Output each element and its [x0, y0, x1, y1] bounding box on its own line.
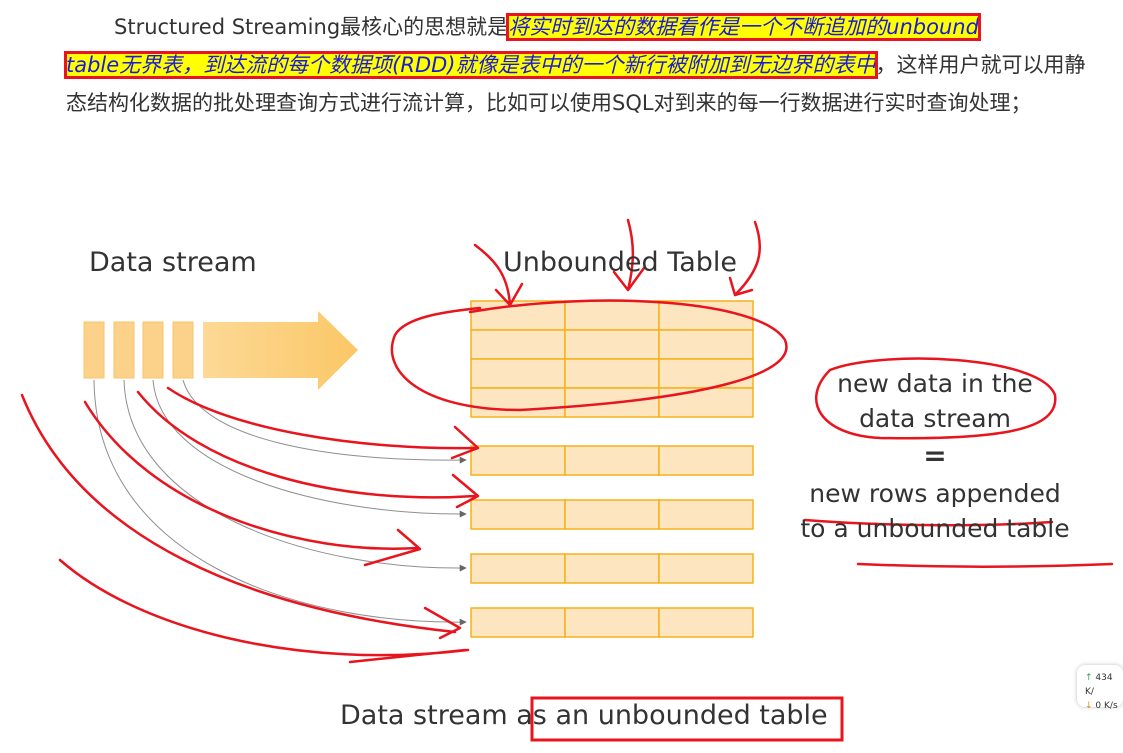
upload-speed: 434 K/: [1085, 673, 1113, 697]
red-arrow-down: [728, 220, 762, 297]
note-line-1: new data in the: [837, 369, 1033, 398]
appended-row-1: [470, 445, 754, 476]
highlighted-text-2: table无界表，到达流的每个数据项(RDD)就像是表中的一个新行被附加到无边界…: [64, 51, 878, 79]
stream-bar: [113, 321, 135, 379]
download-speed: 0 K/s: [1095, 701, 1118, 711]
network-speed-widget[interactable]: ↑ 434 K/ ↓ 0 K/s: [1077, 665, 1123, 711]
unbounded-table-label: Unbounded Table: [503, 247, 738, 278]
stream-bars: [83, 321, 194, 379]
appended-row-3: [470, 553, 754, 584]
description-paragraph: Structured Streaming最核心的思想就是将实时到达的数据看作是一…: [64, 8, 1096, 122]
red-ellipse-table: [390, 299, 788, 412]
stream-bar: [142, 321, 164, 379]
caption-prefix: Data stream as: [340, 700, 547, 731]
note-line-2: data stream: [859, 404, 1011, 433]
red-underline: [856, 562, 1114, 568]
connector-curve: [123, 379, 467, 572]
caption-highlight: an unbounded table: [555, 700, 828, 731]
red-arrow-down: [612, 218, 646, 292]
red-sweep: [83, 400, 422, 567]
stream-big-arrow: [203, 311, 358, 390]
data-stream-label: Data stream: [89, 247, 257, 278]
stream-bar: [172, 321, 194, 379]
red-underline: [803, 518, 1054, 527]
caption-highlight-box: [530, 696, 844, 742]
connector-curve: [152, 379, 467, 518]
new-data-note: new data in the data stream = new rows a…: [800, 366, 1070, 546]
download-arrow-icon: ↓: [1085, 701, 1093, 711]
stream-bar: [83, 321, 105, 379]
red-sweep-lower: [58, 558, 470, 664]
note-line-3: new rows appended: [809, 479, 1061, 508]
note-line-4: to a unbounded table: [800, 514, 1070, 543]
diagram-caption: Data stream as an unbounded table: [340, 700, 828, 731]
unbounded-table-grid: [470, 300, 754, 418]
upload-arrow-icon: ↑: [1085, 673, 1093, 683]
connector-curve: [93, 379, 467, 626]
paragraph-intro: Structured Streaming最核心的思想就是: [114, 15, 509, 39]
equals-sign: =: [923, 439, 947, 472]
red-sweep: [136, 390, 480, 509]
red-sweep: [166, 386, 480, 460]
red-arrow-down: [473, 243, 524, 307]
connector-curve: [182, 379, 467, 464]
paragraph-rest: 就可以用静态结构化数据的批处理查询方式进行流计算，比如可以使用SQL对到来的每一…: [66, 53, 1086, 115]
appended-row-4: [470, 607, 754, 638]
appended-row-2: [470, 499, 754, 530]
red-annotations: [20, 218, 1114, 664]
red-sweep: [20, 393, 462, 640]
red-circle-note: [815, 357, 1057, 440]
connector-curves: [93, 379, 467, 626]
highlighted-text-1: 将实时到达的数据看作是一个不断追加的unbound: [506, 13, 981, 41]
paragraph-after-highlight: ，这样用户: [875, 53, 981, 77]
